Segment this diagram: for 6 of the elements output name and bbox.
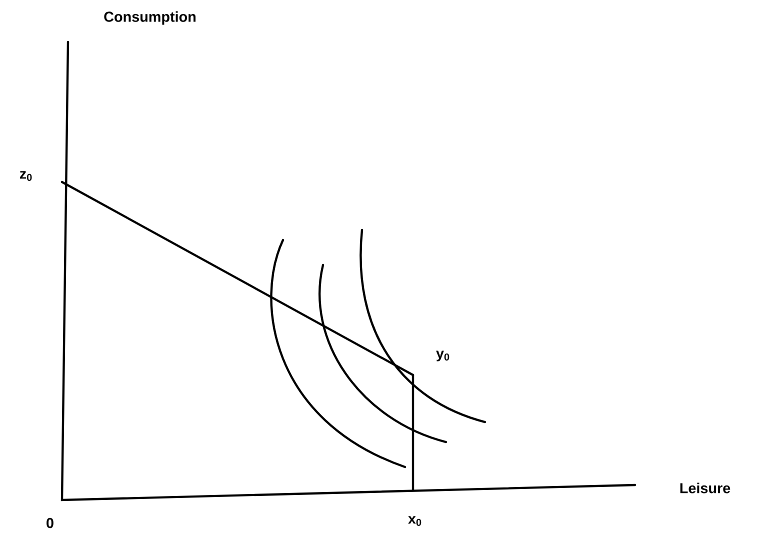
- leisure-axis-label: Leisure: [680, 482, 730, 494]
- intercept-label: z$_{0}$: [20, 171, 32, 181]
- consumption-axis-label: Consumption: [104, 11, 196, 25]
- origin-label: 0: [46, 518, 54, 528]
- point-label: y$_{0}$: [436, 350, 450, 362]
- point-label: x$_{0}$: [408, 516, 422, 526]
